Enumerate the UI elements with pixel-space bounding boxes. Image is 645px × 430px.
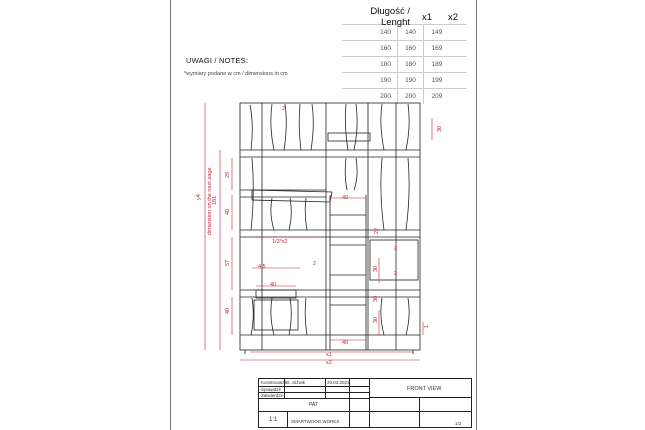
header-length: Długość / Lenght [370, 6, 410, 28]
label-57: 57 [225, 260, 231, 266]
shelf-cutout [251, 189, 333, 203]
tb-date: 20.03.2021 [327, 380, 350, 385]
label-29: 29 [225, 172, 231, 178]
table-row: 140 140 149 [342, 24, 467, 40]
tb-designed-label: Konstruował [261, 380, 286, 385]
label-40a: 40 [225, 209, 231, 215]
cell-x2: 189 [431, 61, 443, 68]
bed-structure [239, 102, 421, 354]
drawer-front [253, 299, 299, 331]
cell-length: 180 [342, 57, 398, 72]
plank-lines-bottom [250, 297, 410, 336]
table-row: 190 190 199 [342, 72, 467, 88]
cell-x2: 209 [431, 93, 443, 100]
cell-length: 140 [342, 25, 398, 40]
notes-title: UWAGI / NOTES: [186, 56, 249, 65]
label-45: 4.5 [258, 264, 266, 270]
cell-length: 200 [342, 89, 398, 104]
cell-x1: 200 [398, 89, 424, 104]
label-22: 22 [374, 228, 380, 234]
drawing-sheet [170, 0, 477, 430]
label-13x2: 1/3*x2 [272, 239, 288, 245]
cell-x1: 160 [398, 41, 424, 56]
label-2d: 2 [394, 271, 397, 277]
cell-x2: 169 [431, 45, 443, 52]
tb-company: SMARTWOOD WORKS [291, 419, 340, 424]
label-x1: x1 [326, 352, 332, 358]
dimension-lines [204, 103, 433, 361]
label-30b: 30 [373, 266, 379, 272]
tb-name: B. Jóźwik [286, 380, 306, 385]
header-x1: x1 [421, 11, 433, 23]
label-30a: 30 [437, 126, 443, 132]
dimension-labels: y4 dimension on the next page 181 29 40 … [196, 106, 443, 366]
label-30c: 30 [373, 317, 379, 323]
label-x2: x2 [326, 360, 332, 366]
dimensions-table: Długość / Lenght x1 x2 140 140 149 160 1… [342, 6, 467, 104]
label-y4: y4 [196, 194, 202, 200]
cell-x2: 199 [431, 77, 443, 84]
plank-lines-mid [250, 157, 410, 231]
label-30d: 30 [373, 296, 379, 302]
plank-lines-top [249, 103, 410, 151]
table-row: 180 180 189 [342, 56, 467, 72]
label-181: 181 [212, 196, 218, 205]
label-2a: 2 [282, 106, 285, 112]
upper-step [327, 132, 371, 142]
cell-length: 190 [342, 73, 398, 88]
label-40b-h: 40 [270, 282, 276, 288]
tb-pat: PAT [309, 402, 318, 408]
cell-length: 160 [342, 41, 398, 56]
tb-approved-label: Zatwierdził [261, 393, 283, 398]
cell-x2: 149 [431, 29, 443, 36]
tb-scale: 1:1 [269, 417, 278, 423]
table-row: 200 200 209 [342, 88, 467, 104]
side-guard [369, 239, 419, 281]
header-x2: x2 [447, 11, 459, 23]
label-2b: 2 [313, 261, 316, 267]
tb-page: 1/2 [455, 421, 462, 426]
title-block: Konstruował Sprawdził Zatwierdził B. Jóź… [258, 378, 472, 428]
notes-text: *wymiary podane w cm / dimensions in cm [184, 71, 288, 77]
label-40c: 40 [342, 340, 348, 346]
label-next-page: dimension on the next page [207, 167, 213, 235]
cell-x1: 180 [398, 57, 424, 72]
lower-cutout [255, 289, 297, 299]
table-row: 160 160 169 [342, 40, 467, 56]
cell-x1: 140 [398, 25, 424, 40]
label-2c: 2 [394, 246, 397, 252]
label-40b: 40 [225, 308, 231, 314]
label-40a-h: 40 [342, 195, 348, 201]
cell-x1: 190 [398, 73, 424, 88]
dimensions-table-header: Długość / Lenght x1 x2 [342, 6, 467, 28]
tb-checked-label: Sprawdził [261, 387, 281, 392]
label-1: 1 [424, 325, 430, 328]
tb-view-title: FRONT VIEW [407, 386, 442, 392]
